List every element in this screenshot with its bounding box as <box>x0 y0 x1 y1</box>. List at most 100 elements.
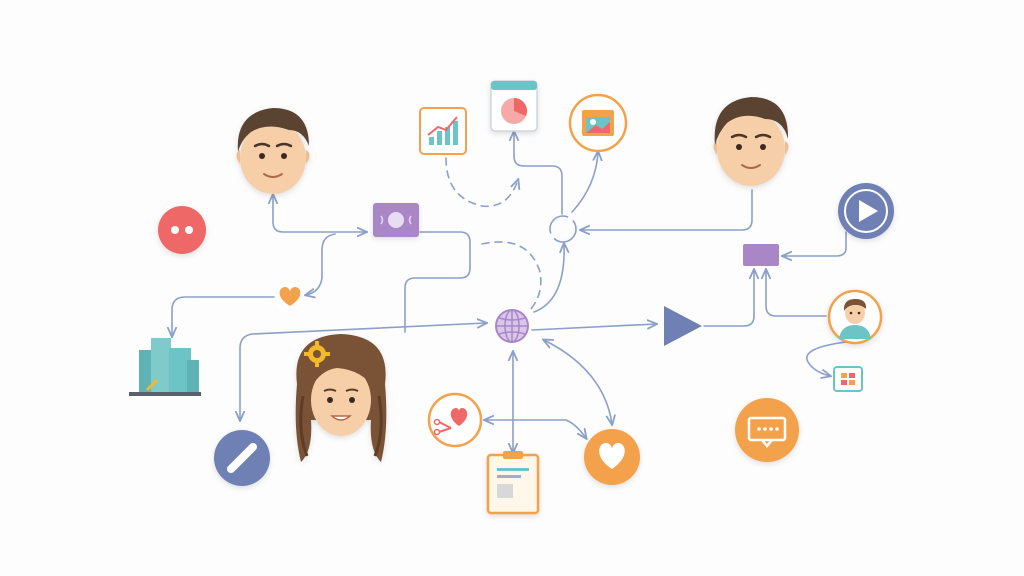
pencil-icon <box>145 378 159 392</box>
eye <box>760 144 766 150</box>
triangle-marker <box>664 306 702 346</box>
gear-icon <box>304 341 330 367</box>
hair-strand <box>299 395 309 457</box>
triangle-shape <box>664 306 702 346</box>
wave <box>380 215 384 225</box>
wave <box>408 215 412 225</box>
mouth <box>741 164 761 169</box>
heart-button-icon[interactable] <box>584 429 640 485</box>
connector-line <box>445 157 518 208</box>
avatar-shirt <box>839 325 871 339</box>
eye <box>259 153 265 159</box>
eyebrow <box>275 142 293 148</box>
eye <box>349 397 355 403</box>
scissors-icon <box>438 421 452 433</box>
dot <box>185 226 193 234</box>
trend-line <box>427 116 458 136</box>
connector-line <box>306 233 336 295</box>
play-inner-ring <box>844 189 888 233</box>
purple-box-icon <box>743 244 779 266</box>
image-block <box>497 484 513 498</box>
link-button-icon[interactable] <box>214 430 270 486</box>
connector-line <box>703 270 754 327</box>
growth-chart-icon <box>419 107 467 155</box>
connector-line <box>531 324 656 331</box>
connector-line <box>571 152 598 213</box>
media-dot <box>388 212 404 228</box>
loop-ring <box>549 215 577 243</box>
connector-line <box>273 195 366 232</box>
hair <box>237 108 309 152</box>
eye <box>736 144 742 150</box>
parallel <box>498 331 526 335</box>
eye <box>281 153 287 159</box>
gear-icon <box>304 341 330 367</box>
hub-globe-icon[interactable] <box>495 309 529 343</box>
gear-icon <box>315 341 319 346</box>
play-button-icon[interactable] <box>838 183 894 239</box>
growth-chart-icon <box>419 107 467 155</box>
pie-report-icon <box>490 80 538 132</box>
dot <box>171 226 179 234</box>
chat-bubble-icon[interactable] <box>158 206 206 254</box>
bar <box>445 127 450 145</box>
connector-line <box>533 244 564 313</box>
face <box>240 122 306 194</box>
grid-cell <box>841 373 847 378</box>
message-tail <box>761 439 773 448</box>
clipboard-clip <box>503 451 523 459</box>
avatar-hair <box>843 299 867 311</box>
person-small <box>827 289 883 345</box>
scissors-icon <box>433 418 441 426</box>
hair <box>714 97 789 145</box>
connector-line <box>544 340 612 424</box>
message-box-icon[interactable] <box>735 398 799 462</box>
connector-line <box>481 241 542 313</box>
grid-card-icon <box>833 366 863 392</box>
text-line <box>497 475 521 478</box>
sun <box>590 119 596 125</box>
ear <box>306 150 310 164</box>
gear-icon <box>315 362 319 367</box>
face <box>717 112 785 186</box>
heart-icon <box>450 408 468 426</box>
person-top-right <box>713 97 789 186</box>
scissors-heart-icon[interactable] <box>427 392 483 448</box>
small-heart-icon <box>276 285 304 313</box>
message-screen <box>747 416 787 442</box>
report-header <box>491 81 537 90</box>
grid-card-icon <box>833 366 863 392</box>
ear <box>236 150 240 164</box>
dot <box>769 427 773 431</box>
media-panel-icon[interactable] <box>373 203 419 237</box>
building <box>187 360 199 392</box>
connector-line <box>172 296 275 336</box>
gear-icon <box>304 352 309 356</box>
connector-line <box>404 231 471 333</box>
purple-box-icon <box>743 244 779 266</box>
eyebrow <box>730 133 748 139</box>
chat-bubble-icon <box>158 206 206 254</box>
connector-line <box>581 189 753 230</box>
ear <box>713 141 717 155</box>
link-icon <box>249 443 257 451</box>
scissors-icon <box>433 428 441 436</box>
link-icon <box>228 444 256 472</box>
connector-line <box>485 420 586 438</box>
heart-icon <box>599 443 625 469</box>
connector-line <box>766 270 827 317</box>
link-icon <box>227 465 235 473</box>
gear-icon <box>313 350 321 358</box>
gear-icon <box>325 352 330 356</box>
avatar-face <box>845 302 865 324</box>
eyebrow <box>754 133 772 139</box>
grid-cell <box>849 373 855 378</box>
grid-cell <box>841 380 847 385</box>
bar <box>429 137 434 145</box>
eye <box>857 311 861 315</box>
buildings-icon <box>129 338 201 396</box>
photo-gallery-icon <box>568 93 628 153</box>
mountain <box>586 122 610 133</box>
